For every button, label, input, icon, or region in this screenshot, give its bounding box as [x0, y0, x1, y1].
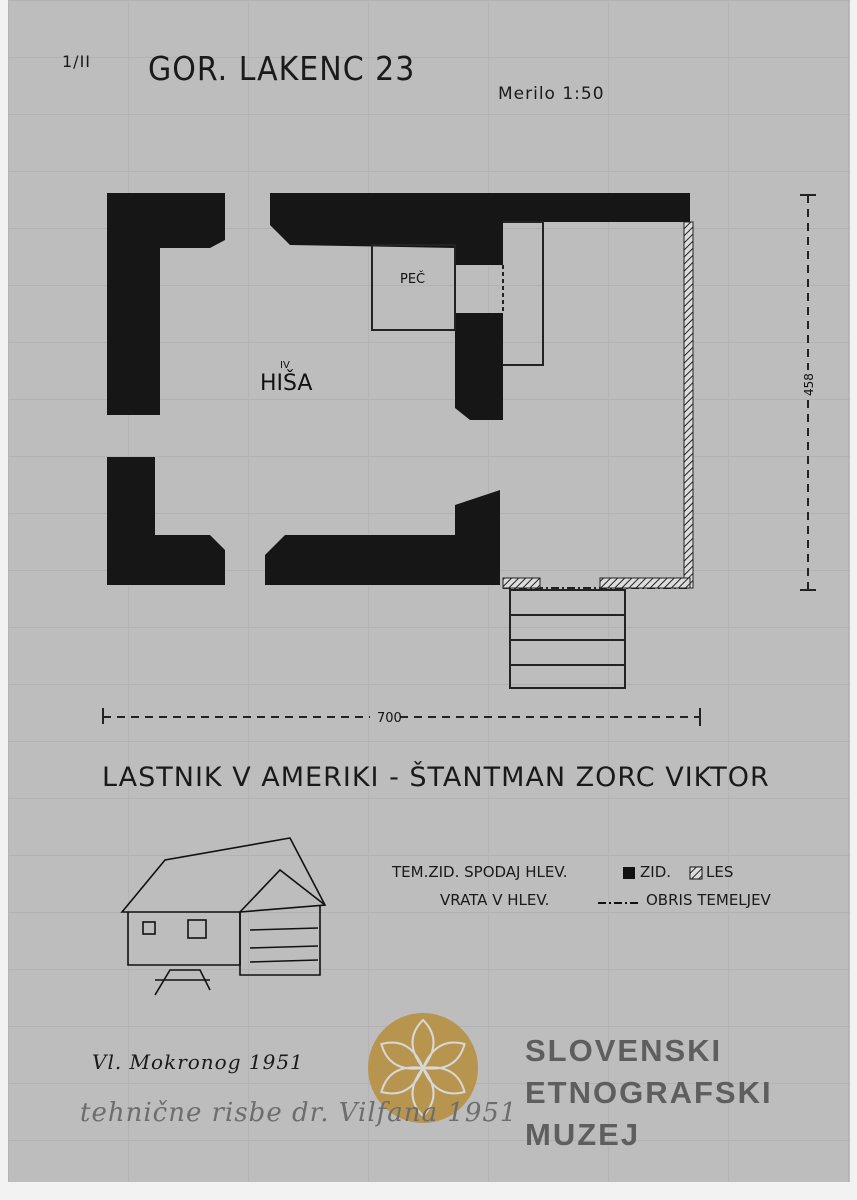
legend-stable-door: VRATA V HLEV.	[440, 891, 550, 909]
width-dimension: 700	[377, 711, 402, 726]
logo-line: ETNOGRAFSKI	[525, 1075, 773, 1110]
legend-wood: LES	[706, 863, 734, 881]
logo-line: MUZEJ	[525, 1117, 641, 1152]
pencil-note: tehnične risbe dr. Vilfana 1951	[80, 1098, 518, 1128]
walls	[107, 193, 690, 585]
sheet-number: 1/II	[62, 52, 92, 71]
owner-line: LASTNIK V AMERIKI - ŠTANTMAN ZORC VIKTOR	[102, 762, 770, 793]
place-date: Vl. Mokronog 1951	[92, 1050, 304, 1074]
logo-line: SLOVENSKI	[525, 1033, 723, 1068]
dimension-lines	[102, 194, 816, 726]
room-label-hisa: HIŠA	[260, 370, 312, 396]
thin-lines	[371, 221, 690, 689]
legend-wall: ZID.	[640, 863, 672, 881]
museum-logo-text: SLOVENSKI ETNOGRAFSKI MUZEJ	[525, 1030, 773, 1156]
house-sketch	[120, 837, 327, 996]
scale-label: Merilo 1:50	[498, 84, 605, 104]
depth-dimension: 458	[802, 373, 816, 396]
museum-logo-icon	[368, 1013, 478, 1123]
document-title: GOR. LAKENC 23	[148, 50, 416, 89]
legend-foundation: OBRIS TEMELJEV	[646, 891, 771, 909]
legend-stable-wall: TEM.ZID. SPODAJ HLEV.	[392, 863, 568, 881]
wood-symbol	[689, 866, 703, 880]
stove-label: PEČ	[400, 271, 425, 287]
wall-symbol	[623, 867, 635, 879]
room-mark: IV	[280, 360, 290, 371]
wood-walls	[502, 221, 694, 589]
